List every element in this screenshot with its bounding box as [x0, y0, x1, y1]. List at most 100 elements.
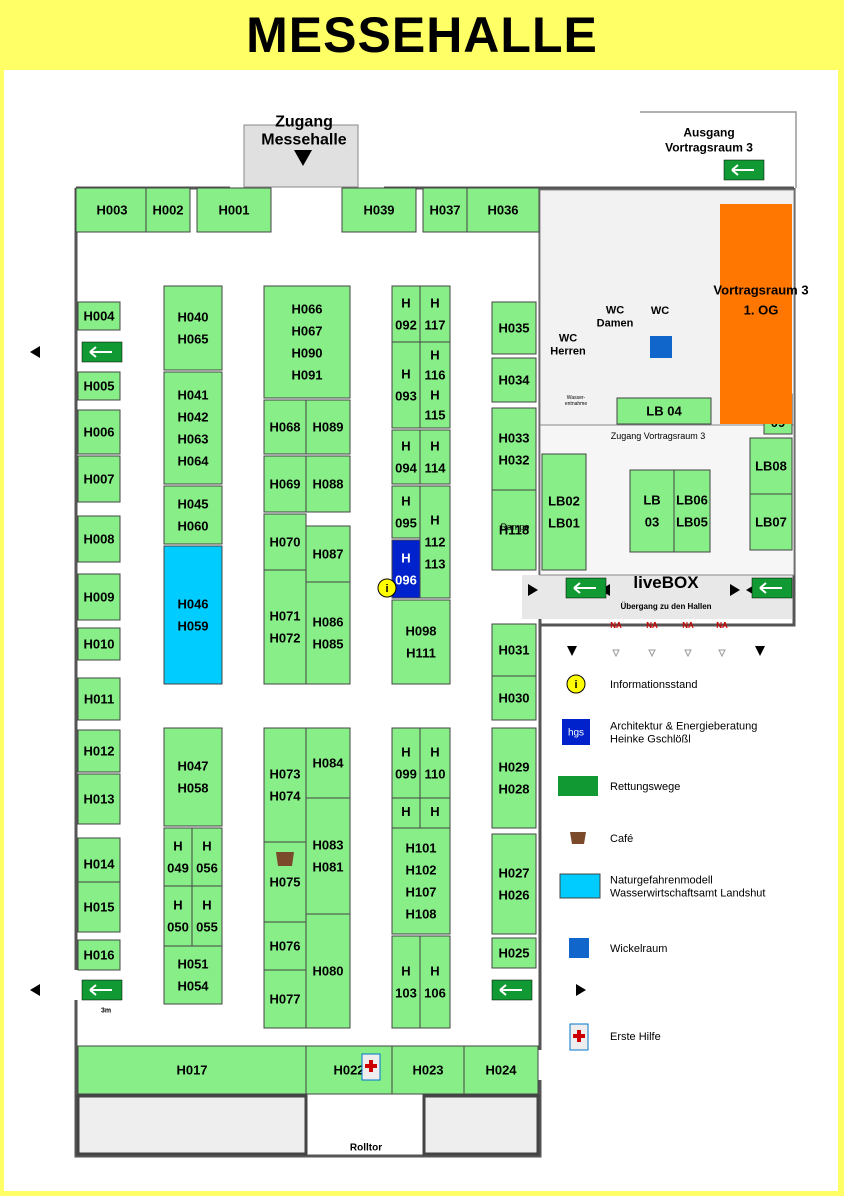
- booth-area[interactable]: [422, 187, 468, 233]
- booth-area[interactable]: [305, 525, 351, 583]
- booth[interactable]: H011: [77, 677, 121, 721]
- booth-area[interactable]: [391, 935, 421, 1029]
- booth[interactable]: H002: [145, 187, 191, 233]
- booth-area[interactable]: [749, 493, 793, 551]
- booth-area[interactable]: [491, 301, 537, 355]
- booth[interactable]: H031: [491, 623, 537, 677]
- booth-area[interactable]: [196, 187, 272, 233]
- booth-area[interactable]: [163, 827, 193, 887]
- booth-area[interactable]: [391, 1045, 465, 1095]
- booth[interactable]: LB07: [749, 493, 793, 551]
- booth[interactable]: H012: [77, 729, 121, 773]
- booth[interactable]: H036: [466, 187, 540, 233]
- booth[interactable]: H005: [77, 371, 121, 401]
- booth[interactable]: H076: [263, 921, 307, 971]
- booth-area[interactable]: [77, 301, 121, 331]
- booth-area[interactable]: [491, 727, 537, 829]
- booth[interactable]: H089: [305, 399, 351, 455]
- booth-area[interactable]: [305, 581, 351, 685]
- booth-area[interactable]: [163, 545, 223, 685]
- booth[interactable]: H118: [491, 489, 537, 571]
- booth[interactable]: H008: [77, 515, 121, 563]
- booth-area[interactable]: [419, 341, 451, 429]
- booth-area[interactable]: [77, 371, 121, 401]
- booth-area[interactable]: [341, 187, 417, 233]
- booth-area[interactable]: [419, 485, 451, 599]
- booth-area[interactable]: [305, 797, 351, 915]
- booth-area[interactable]: [263, 569, 307, 685]
- booth[interactable]: H014: [77, 837, 121, 891]
- booth[interactable]: H017: [77, 1045, 307, 1095]
- booth-area[interactable]: [77, 729, 121, 773]
- booth-area[interactable]: [491, 675, 537, 721]
- booth-area[interactable]: [491, 357, 537, 403]
- booth-area[interactable]: [77, 837, 121, 891]
- booth-area[interactable]: [391, 429, 421, 485]
- booth-area[interactable]: [391, 827, 451, 935]
- booth-area[interactable]: [391, 539, 421, 599]
- booth[interactable]: H077: [263, 969, 307, 1029]
- booth-area[interactable]: [419, 285, 451, 343]
- booth[interactable]: H034: [491, 357, 537, 403]
- booth[interactable]: H037: [422, 187, 468, 233]
- booth[interactable]: H016: [77, 939, 121, 971]
- booth-area[interactable]: [163, 485, 223, 545]
- booth[interactable]: H070: [263, 513, 307, 571]
- booth-area[interactable]: [77, 573, 121, 621]
- booth-area[interactable]: [263, 921, 307, 971]
- booth-area[interactable]: [541, 453, 587, 571]
- booth-area[interactable]: [163, 371, 223, 485]
- booth-area[interactable]: [77, 627, 121, 661]
- booth-area[interactable]: [305, 913, 351, 1029]
- booth-area[interactable]: [263, 455, 307, 513]
- booth-area[interactable]: [391, 285, 421, 343]
- booth-area[interactable]: [77, 409, 121, 455]
- booth[interactable]: H023: [391, 1045, 465, 1095]
- booth-area[interactable]: [263, 727, 307, 843]
- booth-area[interactable]: [391, 485, 421, 539]
- booth-area[interactable]: [391, 727, 421, 799]
- booth-area[interactable]: [163, 285, 223, 371]
- booth[interactable]: H004: [77, 301, 121, 331]
- booth-area[interactable]: [391, 599, 451, 685]
- booth-area[interactable]: [463, 1045, 539, 1095]
- booth-area[interactable]: [77, 515, 121, 563]
- booth-area[interactable]: [491, 489, 537, 571]
- booth-area[interactable]: [77, 455, 121, 503]
- booth[interactable]: H001: [196, 187, 272, 233]
- booth[interactable]: H080: [305, 913, 351, 1029]
- booth-area[interactable]: [305, 727, 351, 799]
- booth-area[interactable]: [305, 399, 351, 455]
- booth-area[interactable]: [491, 833, 537, 935]
- booth[interactable]: H013: [77, 773, 121, 825]
- booth-area[interactable]: [419, 429, 451, 485]
- booth-area[interactable]: [673, 469, 711, 553]
- booth-area[interactable]: [77, 677, 121, 721]
- booth[interactable]: H088: [305, 455, 351, 513]
